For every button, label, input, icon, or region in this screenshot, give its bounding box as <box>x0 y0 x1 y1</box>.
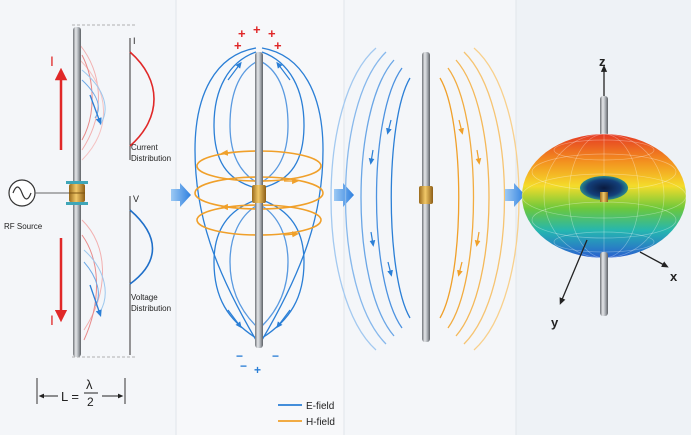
z-axis-label: z <box>599 54 606 69</box>
flow-arrow-icon <box>171 183 191 207</box>
y-axis <box>559 239 588 305</box>
voltage-distribution-curve <box>129 209 154 285</box>
current-distribution-curve <box>129 51 155 147</box>
e-field-arrow <box>368 149 375 165</box>
length-numerator: λ <box>86 377 93 392</box>
e-field-arrow <box>387 261 393 277</box>
e-field-arrow <box>276 61 291 81</box>
pattern-null <box>580 176 628 200</box>
charge-plus: + <box>268 26 276 41</box>
voltage-distribution-label-2: Distribution <box>131 304 171 313</box>
feed-point <box>419 186 433 204</box>
current-axis-label: I <box>133 36 136 46</box>
length-denominator: 2 <box>87 395 94 409</box>
charge-plus: + <box>238 26 246 41</box>
panel-1-dipole-distribution: I I RF Source I Current Distribution V V… <box>4 24 171 409</box>
panel-2-near-field: + + + + + − − + − <box>194 22 324 377</box>
voltage-axis-label: V <box>133 194 139 204</box>
charge-plus: + <box>274 38 282 53</box>
h-field-arrow <box>457 261 463 277</box>
charge-minus: − <box>240 359 247 373</box>
current-flow-lines <box>79 44 106 341</box>
current-arrow-label-bottom: I <box>50 312 54 328</box>
x-axis-label: x <box>670 269 678 284</box>
charge-plus: + <box>254 363 261 377</box>
e-field-arrow <box>386 119 392 135</box>
panel-1-background <box>0 0 176 435</box>
h-field-legend-label: H-field <box>306 417 335 428</box>
feed-connector <box>66 202 88 205</box>
charge-plus: + <box>253 22 261 37</box>
charge-minus: − <box>236 349 243 363</box>
h-field-arrow <box>474 231 481 247</box>
flow-arrow-icon <box>505 183 525 207</box>
current-arrow-label-top: I <box>50 53 54 69</box>
h-field-wavefronts <box>439 47 520 351</box>
h-field-arrow <box>475 149 482 165</box>
flow-arrow <box>89 284 102 317</box>
e-field-arrow <box>276 309 291 329</box>
y-axis-label: y <box>551 315 559 330</box>
current-distribution-label-2: Distribution <box>131 154 171 163</box>
h-field-arrow <box>458 119 464 135</box>
charge-minus: − <box>272 349 279 363</box>
feed-connector <box>66 181 88 184</box>
voltage-distribution-label-1: Voltage <box>131 293 158 302</box>
rf-source-label: RF Source <box>4 222 43 231</box>
antenna-rod <box>600 252 608 316</box>
charge-plus: + <box>234 38 242 53</box>
h-field-arrow <box>220 149 237 156</box>
x-axis <box>639 251 669 268</box>
length-label: L = <box>61 389 79 404</box>
bottom-charges: − − + − <box>236 349 279 377</box>
feed-point <box>600 192 608 202</box>
field-legend: E-field H-field <box>278 401 335 428</box>
panel-3-radiation <box>330 47 520 351</box>
e-field-arrow <box>369 231 376 247</box>
panel-4-radiation-pattern: z x y <box>521 54 687 330</box>
flow-arrow-icon <box>334 183 354 207</box>
sine-wave-icon <box>12 186 32 200</box>
e-field-arrow <box>227 309 242 329</box>
e-field-legend-label: E-field <box>306 401 334 412</box>
current-distribution-label-1: Current <box>131 143 158 152</box>
top-charges: + + + + + <box>234 22 282 53</box>
h-field-arrow <box>283 231 300 238</box>
flow-arrow <box>89 94 102 125</box>
e-field-arrow <box>227 61 242 81</box>
e-field-wavefronts <box>330 47 411 351</box>
feed-point <box>252 185 266 203</box>
